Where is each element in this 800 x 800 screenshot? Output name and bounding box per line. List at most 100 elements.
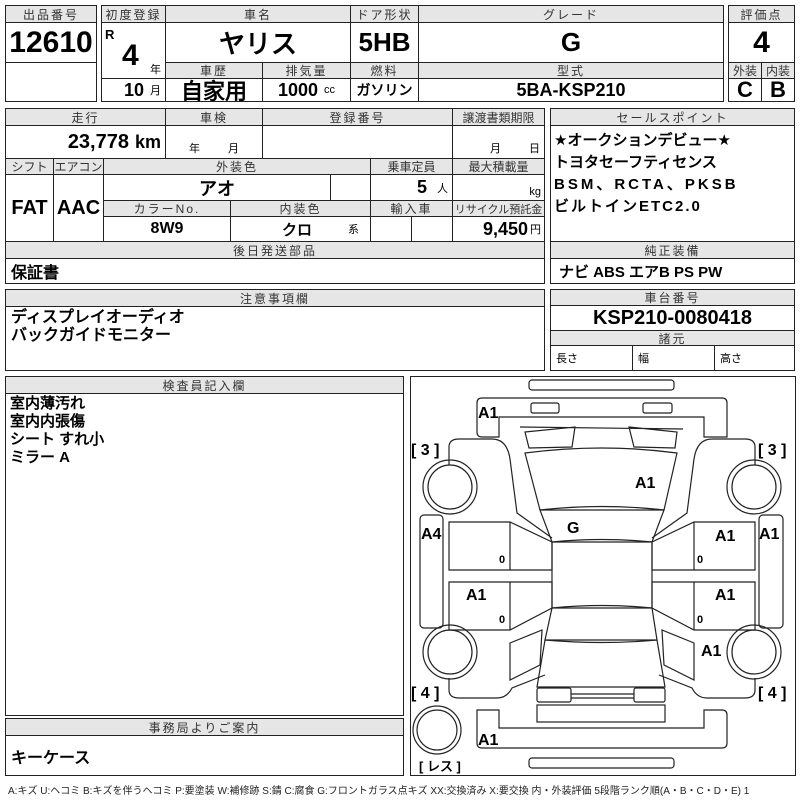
shift-label: シフト bbox=[5, 158, 54, 175]
note-line: ディスプレイオーディオ bbox=[11, 309, 185, 326]
transfer-deadline: 月日 bbox=[452, 125, 545, 159]
model-label: 型式 bbox=[418, 62, 724, 79]
mark-windshield: G bbox=[567, 520, 579, 537]
mark-right-rear-tire: [ 4 ] bbox=[758, 685, 786, 702]
mileage-unit: km bbox=[134, 131, 161, 152]
rear-bumper bbox=[476, 709, 728, 749]
transfer-month-unit: 月 bbox=[490, 143, 501, 155]
reg-number-label: 登録番号 bbox=[262, 108, 453, 126]
rear-bar bbox=[528, 757, 675, 769]
front-bumper bbox=[476, 397, 728, 438]
int-color-label: 内装色 bbox=[230, 200, 371, 217]
inspection-year-unit: 年 bbox=[189, 143, 200, 155]
ext-grade-label: 外装 bbox=[728, 62, 762, 79]
mark-right-rocker: A1 bbox=[759, 526, 780, 543]
first-reg-label: 初度登録 bbox=[101, 5, 166, 23]
mark-left-rear-tire: [ 4 ] bbox=[411, 685, 439, 702]
car-outline: A1 A1 G [ 3 ] [ 3 ] A4 A1 A1 A1 A1 A1 [ … bbox=[411, 379, 786, 774]
spec-height: 高さ bbox=[714, 345, 795, 371]
lot-blank bbox=[5, 62, 97, 102]
mark-right-rear-quarter: A1 bbox=[701, 643, 722, 660]
fuel: ガソリン bbox=[350, 78, 419, 102]
import-cell-1 bbox=[370, 216, 412, 242]
transfer-day-unit: 日 bbox=[529, 143, 540, 155]
equipment-label: 純正装備 bbox=[550, 241, 795, 259]
window-mark: 0 bbox=[499, 614, 505, 626]
capacity-value: 5 bbox=[416, 177, 427, 197]
recycle-value: 9,450 bbox=[482, 218, 528, 239]
int-color-suffix: 系 bbox=[348, 224, 359, 236]
max-load: kg bbox=[452, 174, 545, 201]
mark-left-rocker: A4 bbox=[421, 526, 442, 543]
inspector-line: シート すれ小 bbox=[10, 431, 105, 448]
hood bbox=[524, 447, 678, 511]
ext-color-blank bbox=[330, 174, 371, 201]
windshield bbox=[539, 509, 665, 543]
overall-score: 4 bbox=[728, 22, 795, 63]
import-label: 輸入車 bbox=[370, 200, 453, 217]
chassis-label: 車台番号 bbox=[550, 289, 795, 306]
ext-color-label: 外装色 bbox=[103, 158, 371, 175]
inspection-label: 車検 bbox=[165, 108, 263, 126]
shift: FAT bbox=[5, 174, 54, 242]
reg-year: 4 bbox=[122, 39, 139, 72]
aircon: AAC bbox=[53, 174, 104, 242]
displacement-label: 排気量 bbox=[262, 62, 351, 79]
trunk bbox=[536, 639, 666, 688]
inspection-month-unit: 月 bbox=[228, 143, 239, 155]
mark-spare-tire: [ レス ] bbox=[419, 759, 461, 774]
left-front-fender bbox=[448, 438, 553, 539]
front-bar bbox=[528, 379, 675, 391]
mark-right-front-door: A1 bbox=[715, 528, 736, 545]
aircon-label: エアコン bbox=[53, 158, 104, 175]
damage-diagram: A1 A1 G [ 3 ] [ 3 ] A4 A1 A1 A1 A1 A1 [ … bbox=[410, 376, 796, 776]
car-name: ヤリス bbox=[165, 22, 351, 63]
mark-left-front-tire: [ 3 ] bbox=[411, 442, 439, 459]
right-rocker bbox=[758, 514, 784, 629]
grade-label: グレード bbox=[418, 5, 724, 23]
later-parts-label: 後日発送部品 bbox=[5, 241, 545, 259]
inspector-line: ミラー A bbox=[10, 449, 71, 466]
recycle-unit: 円 bbox=[530, 224, 541, 236]
fuel-label: 燃料 bbox=[350, 62, 419, 79]
reg-number bbox=[262, 125, 453, 159]
mark-hood: A1 bbox=[635, 475, 656, 492]
inspection: 年月 bbox=[165, 125, 263, 159]
era: R bbox=[105, 27, 115, 42]
window-mark: 0 bbox=[499, 554, 505, 566]
inspector-line: 室内薄汚れ bbox=[10, 395, 86, 412]
equipment: ナビ ABS エアB PS PW bbox=[550, 258, 795, 284]
window-mark: 0 bbox=[697, 554, 703, 566]
capacity-label: 乗車定員 bbox=[370, 158, 453, 175]
inspector-label: 検査員記入欄 bbox=[5, 376, 404, 394]
recycle-label: リサイクル預託金 bbox=[452, 200, 545, 217]
rear-window bbox=[544, 607, 658, 644]
int-grade-label: 内装 bbox=[761, 62, 795, 79]
lot-number: 12610 bbox=[5, 22, 97, 63]
displacement-value: 1000 bbox=[277, 79, 319, 100]
inspector-notes: 室内薄汚れ 室内内張傷 シート すれ小 ミラー A bbox=[5, 393, 404, 716]
score-label: 評価点 bbox=[728, 5, 795, 23]
history-label: 車歴 bbox=[165, 62, 263, 79]
mileage-label: 走行 bbox=[5, 108, 166, 126]
notes: ディスプレイオーディオ バックガイドモニター bbox=[5, 306, 545, 371]
notes-label: 注意事項欄 bbox=[5, 289, 545, 307]
reg-month: 10 bbox=[123, 79, 144, 100]
mark-front-bumper: A1 bbox=[478, 405, 499, 422]
model-code: 5BA-KSP210 bbox=[418, 78, 724, 102]
legend: A:キズ U:ヘコミ B:キズを伴うヘコミ P:要塗装 W:補修跡 S:錆 C:… bbox=[8, 786, 750, 797]
sales-point: トヨタセーフティセンス bbox=[554, 154, 717, 171]
color-no: 8W9 bbox=[103, 216, 231, 242]
ext-color: アオ bbox=[103, 174, 331, 201]
capacity-unit: 人 bbox=[437, 182, 448, 195]
year-unit: 年 bbox=[150, 64, 161, 76]
transfer-label: 譲渡書類期限 bbox=[452, 108, 545, 126]
grade: G bbox=[418, 22, 724, 63]
import-cell-2 bbox=[411, 216, 453, 242]
ext-grade: C bbox=[728, 78, 762, 102]
later-parts: 保証書 bbox=[5, 258, 545, 284]
int-color: クロ系 bbox=[230, 216, 371, 242]
